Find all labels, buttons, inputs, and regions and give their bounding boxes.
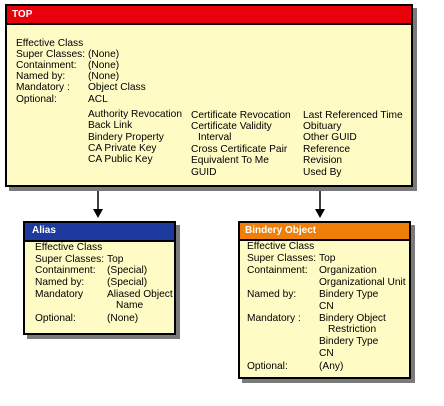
bindery-containment-value: Organization	[319, 265, 377, 276]
top-optional-item: Other GUID	[303, 132, 357, 143]
alias-named-by-label: Named by:	[35, 277, 85, 288]
top-optional-item: Authority Revocation	[88, 109, 183, 120]
bindery-object-class-box: Bindery Object Effective Class Super Cla…	[238, 221, 411, 379]
top-super-classes-value: (None)	[88, 49, 120, 60]
alias-effective-class: Effective Class	[35, 242, 103, 253]
bindery-super-classes-value: Top	[319, 253, 336, 264]
alias-super-classes-value: Top	[107, 254, 124, 265]
top-optional-item: Certificate Revocation	[191, 110, 291, 121]
alias-class-box: Alias Effective Class Super Classes: Top…	[23, 221, 176, 335]
bindery-effective-class: Effective Class	[247, 241, 315, 252]
top-mandatory-value: Object Class	[88, 82, 146, 93]
bindery-named-by-label: Named by:	[247, 289, 297, 300]
top-super-classes-label: Super Classes:	[16, 49, 86, 60]
top-class-box: TOP Effective Class Super Classes: (None…	[5, 4, 413, 187]
bindery-object-class-title: Bindery Object	[245, 225, 317, 236]
top-class-header: TOP	[7, 6, 411, 25]
bindery-containment-label: Containment:	[247, 265, 308, 276]
top-optional-item: Last Referenced Time	[303, 110, 403, 121]
alias-optional-value: (None)	[107, 313, 139, 324]
bindery-object-class-header: Bindery Object	[240, 223, 409, 241]
top-mandatory-label: Mandatory :	[16, 82, 70, 93]
top-optional-item: GUID	[191, 167, 217, 178]
alias-optional-label: Optional:	[35, 313, 76, 324]
top-optional-item: Revision	[303, 155, 343, 166]
alias-containment-value: (Special)	[107, 265, 148, 276]
alias-mandatory-value: Aliased Object	[107, 289, 173, 300]
bindery-containment-value: Organizational Unit	[319, 277, 406, 288]
connector-to-alias	[93, 189, 103, 218]
top-optional-item: Interval	[198, 132, 232, 143]
bindery-mandatory-value: Restriction	[328, 324, 377, 335]
top-optional-item: Reference	[303, 144, 351, 155]
alias-class-header: Alias	[25, 223, 174, 242]
top-named-by-label: Named by:	[16, 71, 66, 82]
top-optional-item: Used By	[303, 167, 342, 178]
top-optional-item: Obituary	[303, 121, 342, 132]
top-optional-item: CA Public Key	[88, 154, 153, 165]
top-optional-item: Cross Certificate Pair	[191, 144, 288, 155]
alias-mandatory-value: Name	[116, 300, 144, 311]
top-class-title: TOP	[12, 9, 33, 20]
alias-mandatory-label: Mandatory	[35, 289, 84, 300]
bindery-super-classes-label: Super Classes:	[247, 253, 317, 264]
bindery-mandatory-label: Mandatory :	[247, 313, 301, 324]
top-containment-label: Containment:	[16, 60, 77, 71]
bindery-named-by-value: CN	[319, 301, 334, 312]
alias-class-title: Alias	[32, 225, 56, 236]
bindery-mandatory-value: Bindery Type	[319, 336, 379, 347]
connector-to-bindery-object	[315, 189, 325, 218]
top-optional-item: Bindery Property	[88, 132, 164, 143]
top-optional-first: ACL	[88, 94, 108, 105]
top-containment-value: (None)	[88, 60, 120, 71]
bindery-mandatory-value: Bindery Object	[319, 313, 386, 324]
top-optional-item: Back Link	[88, 120, 133, 131]
top-optional-item: CA Private Key	[88, 143, 157, 154]
top-optional-item: Certificate Validity	[191, 121, 272, 132]
top-optional-label: Optional:	[16, 94, 57, 105]
top-optional-item: Equivalent To Me	[191, 155, 269, 166]
bindery-named-by-value: Bindery Type	[319, 289, 379, 300]
top-effective-class: Effective Class	[16, 38, 84, 49]
bindery-optional-label: Optional:	[247, 361, 288, 372]
bindery-mandatory-value: CN	[319, 348, 334, 359]
alias-super-classes-label: Super Classes:	[35, 254, 105, 265]
top-named-by-value: (None)	[88, 71, 120, 82]
alias-named-by-value: (Special)	[107, 277, 148, 288]
alias-containment-label: Containment:	[35, 265, 96, 276]
bindery-optional-value: (Any)	[319, 361, 344, 372]
